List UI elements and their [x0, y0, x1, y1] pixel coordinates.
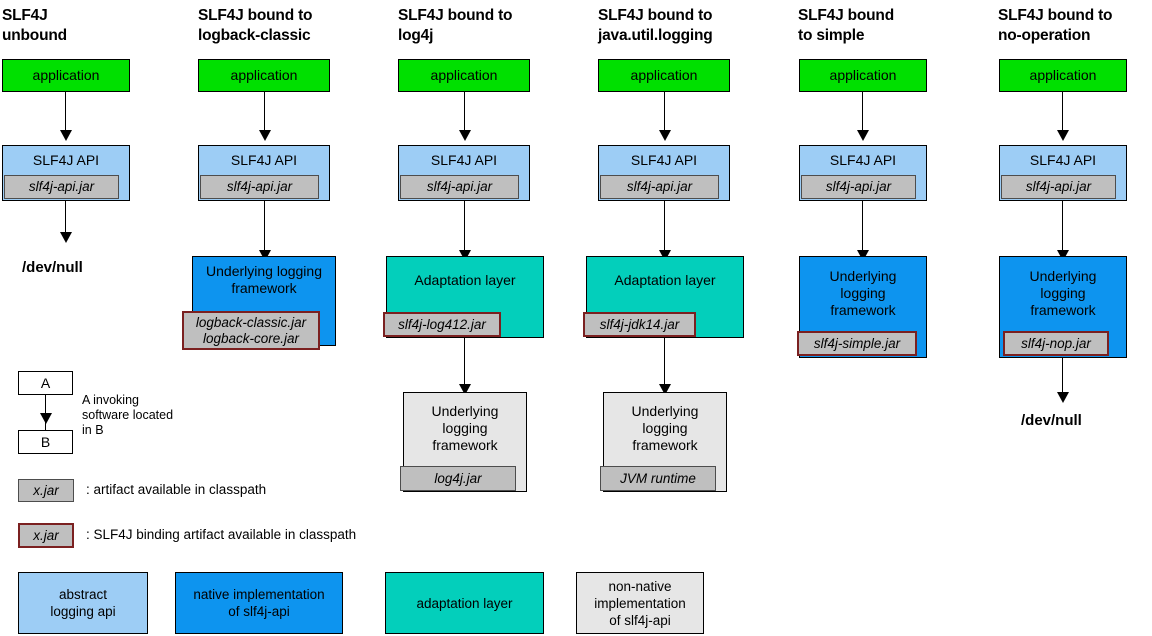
arrowhead — [659, 250, 671, 261]
node-application-simple: application — [799, 59, 927, 92]
node-label: Underlying logging framework — [206, 263, 322, 296]
node-label: SLF4J API — [430, 151, 498, 168]
node-label: Underlying logging framework — [631, 402, 699, 453]
terminal-dev-null-unbound: /dev/null — [22, 259, 83, 276]
arrowhead — [1057, 392, 1069, 403]
jar-slf4j-api-log4j: slf4j-api.jar — [400, 175, 519, 199]
connector-api-to-adaptation — [464, 201, 465, 256]
jar-slf4j-api-logback: slf4j-api.jar — [200, 175, 319, 199]
jar-slf4j-jdk14-binding: slf4j-jdk14.jar — [583, 312, 696, 337]
node-label: application — [32, 67, 100, 83]
legend-jar-plain-caption: : artifact available in classpath — [86, 482, 267, 497]
legend-jar-plain: x.jar — [18, 479, 74, 502]
connector-api-to-devnull — [65, 201, 66, 235]
node-label: application — [630, 67, 698, 83]
jar-log4j: log4j.jar — [400, 466, 516, 491]
arrowhead — [459, 250, 471, 261]
connector-app-to-api — [1062, 92, 1063, 133]
legend-node-b: B — [18, 430, 73, 454]
jar-jvm-runtime: JVM runtime — [600, 466, 716, 491]
legend-swatch-non-native-impl: non-native implementation of slf4j-api — [576, 572, 704, 634]
arrowhead — [659, 130, 671, 141]
legend-swatch-adaptation-layer: adaptation layer — [385, 572, 544, 634]
arrowhead — [857, 250, 869, 261]
arrowhead — [459, 130, 471, 141]
legend-jar-binding-caption: : SLF4J binding artifact available in cl… — [86, 527, 357, 542]
arrowhead — [259, 130, 271, 141]
connector-api-to-framework — [1062, 201, 1063, 256]
column-title-unbound: SLF4J unbound — [2, 7, 67, 44]
jar-slf4j-api-nop: slf4j-api.jar — [1001, 175, 1116, 199]
connector-app-to-api — [862, 92, 863, 133]
legend-node-a: A — [18, 371, 73, 395]
jar-slf4j-simple-binding: slf4j-simple.jar — [797, 331, 917, 356]
node-label: Underlying logging framework — [431, 402, 499, 453]
column-title-logback: SLF4J bound to logback-classic — [198, 7, 313, 44]
arrowhead — [1057, 130, 1069, 141]
node-label: application — [430, 67, 498, 83]
jar-slf4j-nop-binding: slf4j-nop.jar — [1003, 331, 1109, 356]
jar-slf4j-log4j-binding: slf4j-log412.jar — [383, 312, 501, 337]
arrowhead — [857, 130, 869, 141]
legend-swatch-abstract-api: abstract logging api — [18, 572, 148, 634]
node-label: SLF4J API — [32, 151, 100, 168]
jar-slf4j-api-simple: slf4j-api.jar — [801, 175, 916, 199]
terminal-dev-null-nop: /dev/null — [1021, 412, 1082, 429]
node-application-unbound: application — [2, 59, 130, 92]
node-application-log4j: application — [398, 59, 530, 92]
node-label: application — [230, 67, 298, 83]
legend-connector — [45, 395, 46, 430]
node-label: SLF4J API — [829, 151, 897, 168]
node-label: Adaptation layer — [414, 271, 516, 288]
connector-app-to-api — [65, 92, 66, 133]
jar-slf4j-api-jul: slf4j-api.jar — [600, 175, 719, 199]
column-title-simple: SLF4J bound to simple — [798, 7, 894, 44]
arrowhead — [1057, 250, 1069, 261]
node-application-jul: application — [598, 59, 730, 92]
node-label: SLF4J API — [230, 151, 298, 168]
node-label: application — [1029, 67, 1097, 83]
arrowhead — [60, 232, 72, 243]
column-title-jul: SLF4J bound to java.util.logging — [598, 7, 713, 44]
column-title-nop: SLF4J bound to no-operation — [998, 7, 1113, 44]
node-application-logback: application — [198, 59, 330, 92]
connector-adaptation-to-framework — [664, 338, 665, 390]
arrowhead — [459, 384, 471, 395]
connector-app-to-api — [264, 92, 265, 133]
node-label: Underlying logging framework — [1029, 267, 1097, 318]
legend-swatch-native-impl: native implementation of slf4j-api — [175, 572, 343, 634]
connector-adaptation-to-framework — [464, 338, 465, 390]
legend-arrowhead — [40, 413, 52, 424]
node-label: Adaptation layer — [614, 271, 716, 288]
jar-slf4j-api-unbound: slf4j-api.jar — [4, 175, 119, 199]
connector-app-to-api — [464, 92, 465, 133]
node-label: Underlying logging framework — [829, 267, 897, 318]
node-label: SLF4J API — [630, 151, 698, 168]
legend-arrow-description: A invoking software located in B — [82, 393, 174, 437]
node-application-nop: application — [999, 59, 1127, 92]
connector-api-to-framework — [862, 201, 863, 256]
node-label: SLF4J API — [1029, 151, 1097, 168]
connector-framework-to-devnull — [1062, 358, 1063, 397]
connector-api-to-adaptation — [664, 201, 665, 256]
connector-api-to-framework — [264, 201, 265, 256]
jar-logback-binding: logback-classic.jar logback-core.jar — [182, 311, 320, 350]
arrowhead — [659, 384, 671, 395]
legend-jar-binding: x.jar — [18, 523, 74, 548]
column-title-log4j: SLF4J bound to log4j — [398, 7, 513, 44]
node-label: application — [829, 67, 897, 83]
arrowhead — [259, 250, 271, 261]
connector-app-to-api — [664, 92, 665, 133]
arrowhead — [60, 130, 72, 141]
